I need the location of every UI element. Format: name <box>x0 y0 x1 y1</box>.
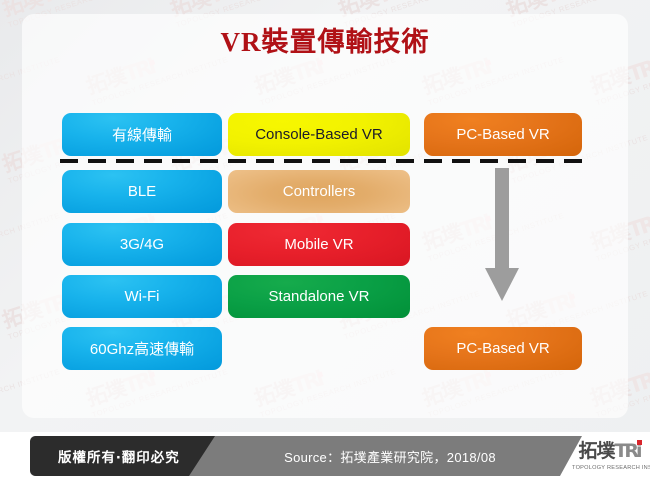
dashed-divider <box>60 159 591 163</box>
copyright-band: 版權所有‧翻印必究 <box>30 436 215 476</box>
box-wifi[interactable]: Wi-Fi <box>62 275 222 318</box>
box-label: Mobile VR <box>284 236 354 253</box>
box-label: Wi-Fi <box>124 288 160 305</box>
logo-wordmark: 拓墣TRi <box>572 440 646 462</box>
copyright-text: 版權所有‧翻印必究 <box>58 450 180 465</box>
tri-logo: 拓墣TRi TOPOLOGY RESEARCH INSTITUTE <box>572 437 650 479</box>
box-ble[interactable]: BLE <box>62 170 222 213</box>
box-console-based-vr[interactable]: Console-Based VR <box>228 113 410 156</box>
box-wired-transmission[interactable]: 有線傳輸 <box>62 113 222 156</box>
box-pc-based-vr-top[interactable]: PC-Based VR <box>424 113 582 156</box>
box-standalone-vr[interactable]: Standalone VR <box>228 275 410 318</box>
source-text: Source：拓墣產業研究院，2018/08 <box>284 449 496 465</box>
box-label: 60Ghz高速傳輸 <box>89 341 195 358</box>
box-label: BLE <box>127 183 157 200</box>
logo-dot-icon <box>637 440 642 445</box>
logo-cn: 拓墣 <box>578 441 615 462</box>
down-arrow-icon <box>484 168 520 303</box>
page-title: VR裝置傳輸技術 <box>220 27 430 57</box>
box-controllers[interactable]: Controllers <box>228 170 410 213</box>
box-label: Console-Based VR <box>255 126 383 143</box>
logo-tagline: TOPOLOGY RESEARCH INSTITUTE <box>572 465 650 471</box>
box-60ghz[interactable]: 60Ghz高速傳輸 <box>62 327 222 370</box>
box-label: 3G/4G <box>119 236 165 253</box>
footer-bar: Source：拓墣產業研究院，2018/08 版權所有‧翻印必究 拓墣TRi T… <box>0 432 650 485</box>
box-3g-4g[interactable]: 3G/4G <box>62 223 222 266</box>
box-pc-based-vr-bottom[interactable]: PC-Based VR <box>424 327 582 370</box>
box-label: PC-Based VR <box>456 340 550 357</box>
box-label: PC-Based VR <box>456 126 550 143</box>
logo-en: TRi <box>614 440 642 462</box>
box-label: 有線傳輸 <box>111 127 172 144</box>
box-mobile-vr[interactable]: Mobile VR <box>228 223 410 266</box>
box-label: Controllers <box>282 183 356 200</box>
box-label: Standalone VR <box>268 288 370 305</box>
